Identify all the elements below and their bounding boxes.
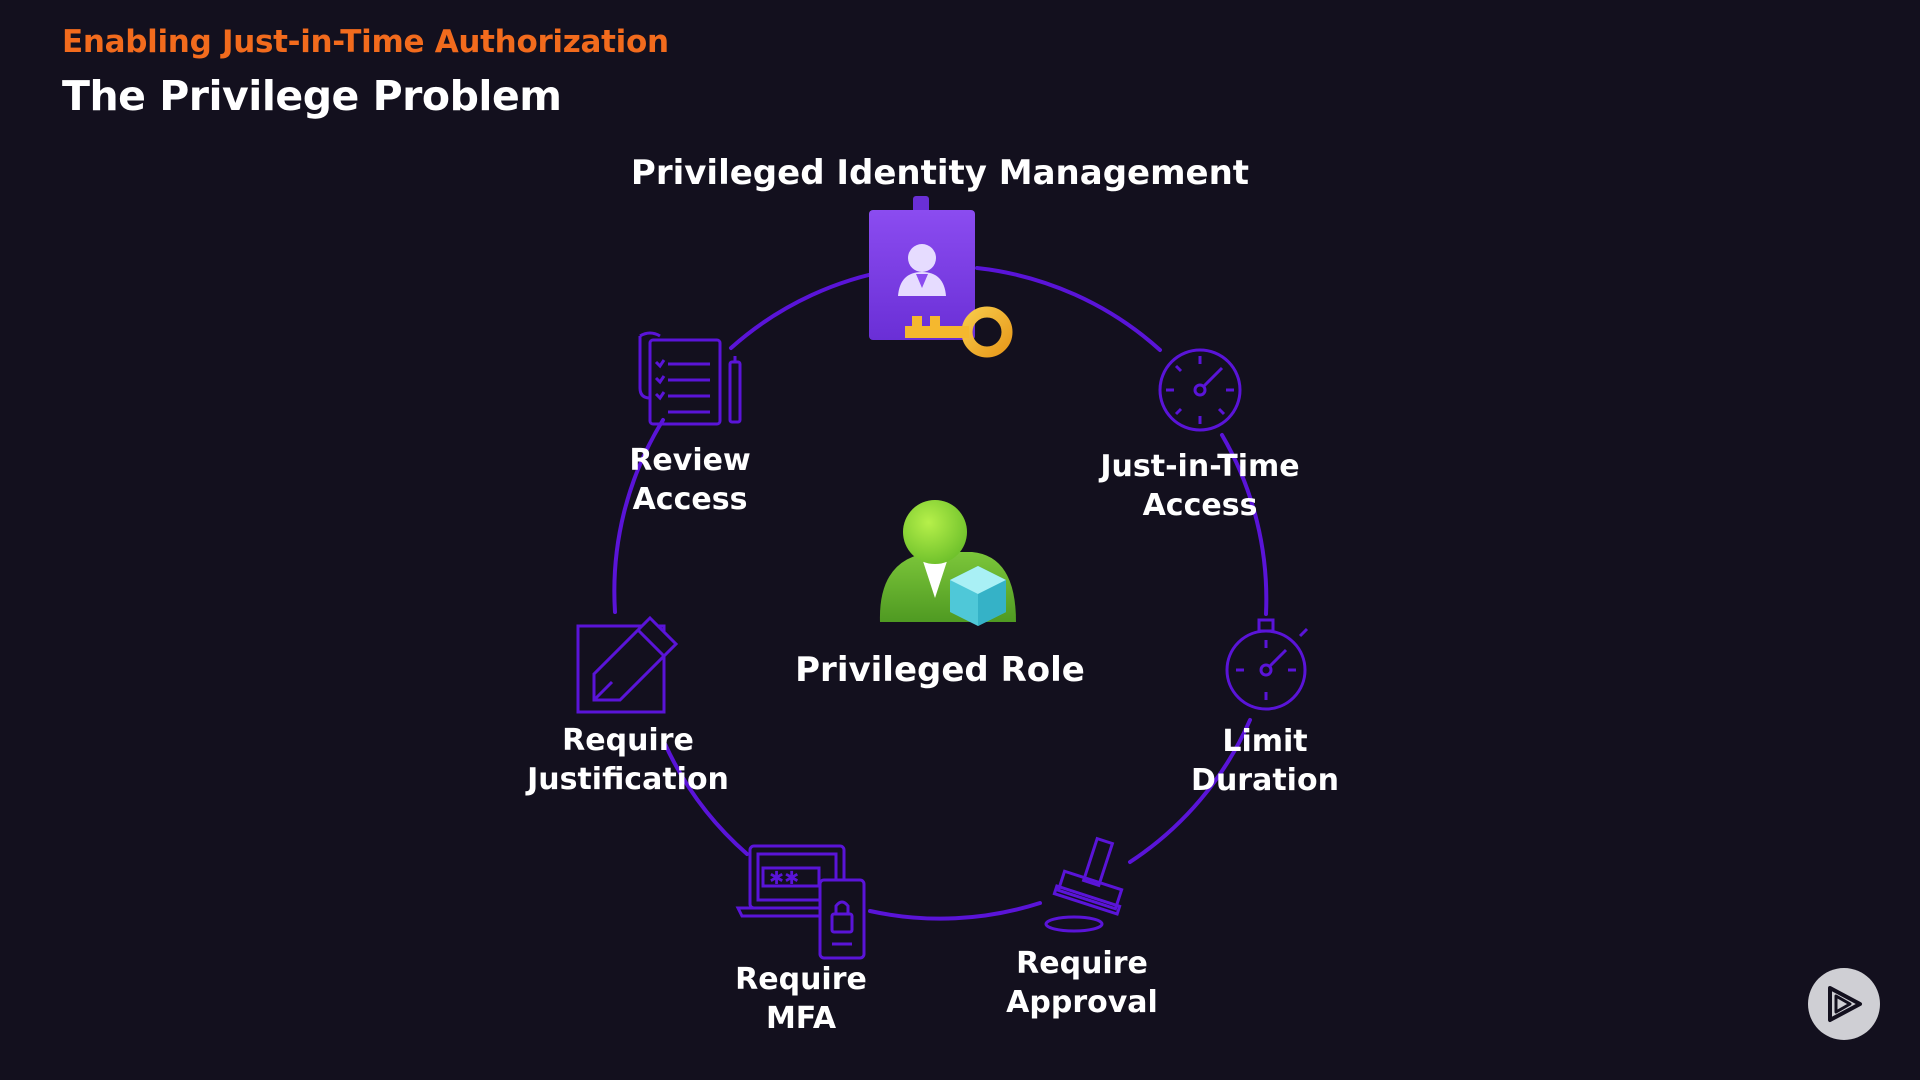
ring-arc-top-right — [975, 266, 1162, 352]
pim-label: Privileged Identity Management — [630, 153, 1250, 193]
pluralsight-play-icon — [1828, 986, 1862, 1022]
ring-arc-bottom — [868, 901, 1042, 921]
stopwatch-icon — [1225, 618, 1309, 711]
laptop-phone-lock-icon: ✱✱ — [735, 844, 866, 960]
slide-title: The Privilege Problem — [62, 72, 562, 120]
svg-text:✱✱: ✱✱ — [769, 868, 799, 889]
clock-icon — [1158, 348, 1242, 432]
user-role-cube-icon — [879, 500, 1016, 626]
pluralsight-play-button[interactable] — [1808, 968, 1880, 1040]
privileged-role-label: Privileged Role — [795, 650, 1085, 690]
pencil-icon — [576, 615, 679, 714]
ring-arc-bottom-left — [663, 742, 749, 856]
stamp-icon — [1044, 836, 1124, 933]
ring-arc-left — [612, 418, 665, 614]
ring-arc-right — [1220, 433, 1269, 616]
id-badge-key-icon — [869, 196, 1013, 358]
checklist-icon — [638, 331, 742, 426]
slide-subtitle: Enabling Just-in-Time Authorization — [62, 24, 669, 60]
ring-arc-right-low — [1128, 718, 1252, 864]
